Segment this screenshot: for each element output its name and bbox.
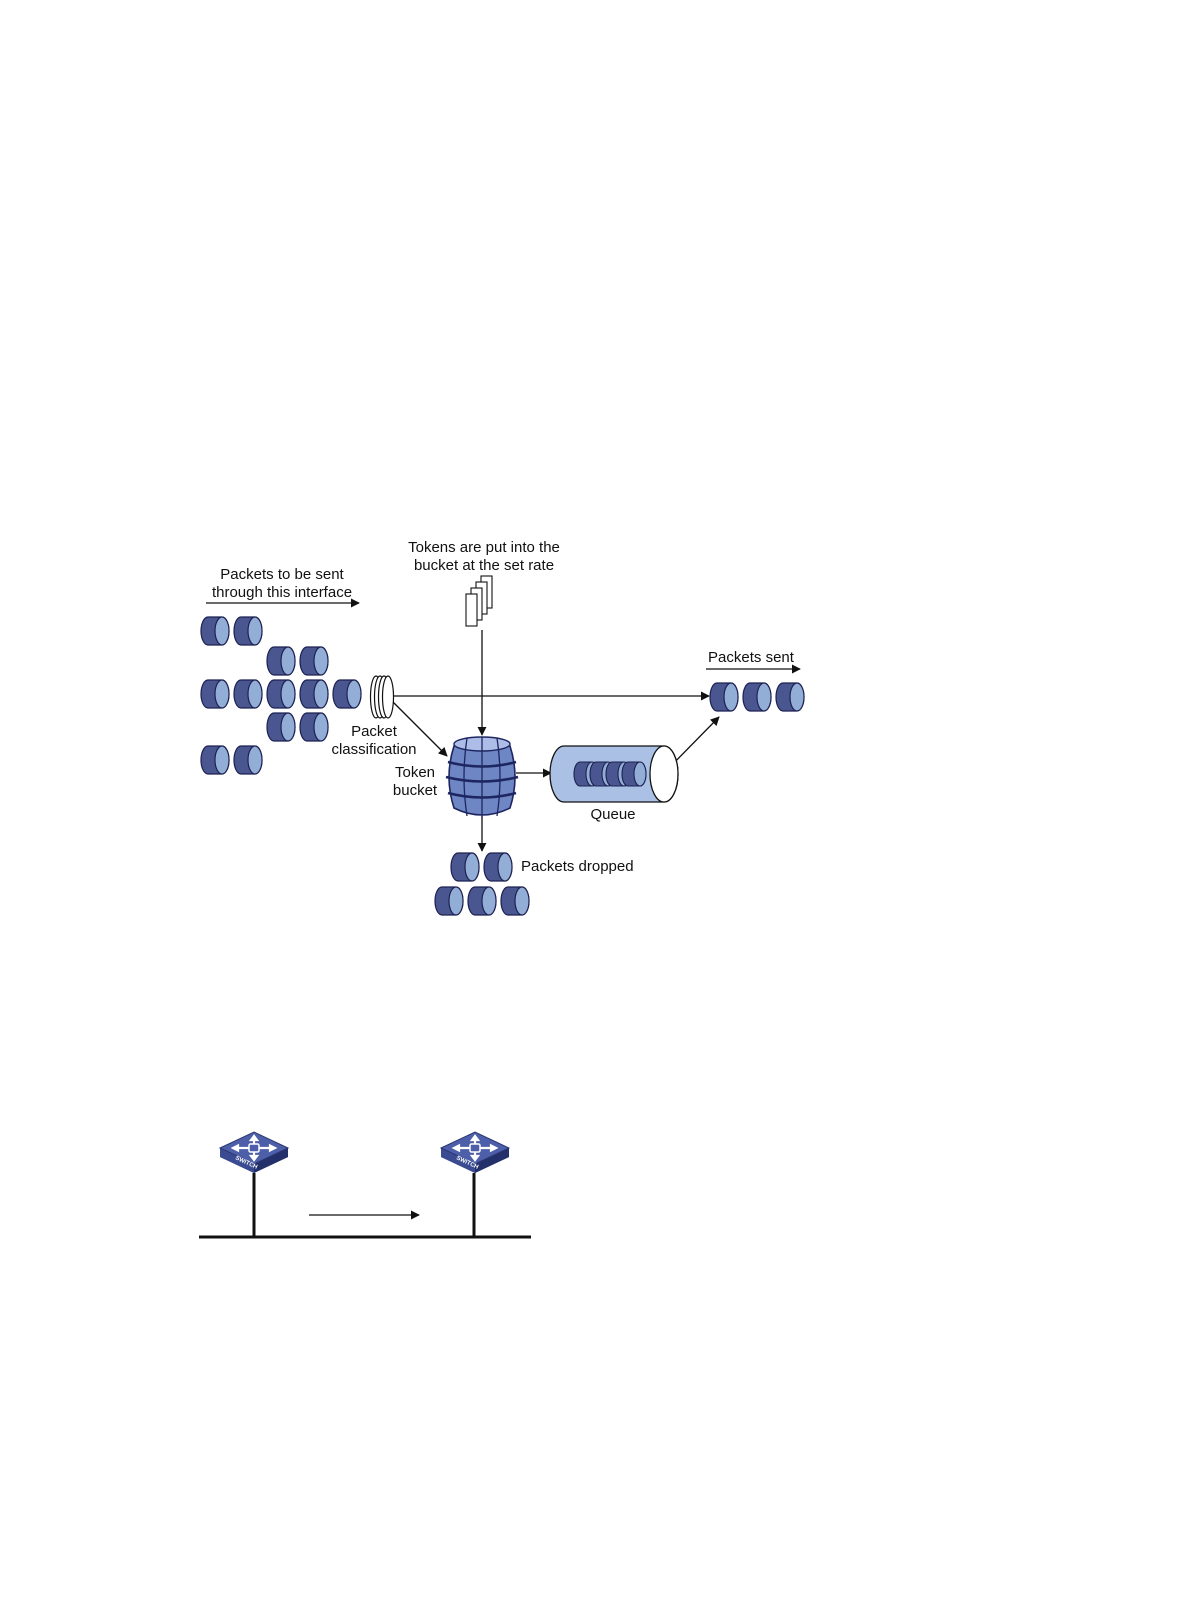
queue-icon [550,746,678,802]
switch-icon: SWITCH [220,1132,288,1173]
packet-icon [234,680,262,708]
packet-icon [333,680,361,708]
packet-classification-label-line2: classification [331,741,416,758]
packet-icon [201,680,229,708]
token-bucket-label-line2: bucket [393,782,438,799]
dropped-packets [435,853,529,915]
packet-icon [710,683,738,711]
packet-classification-label: Packet [351,723,398,740]
token-bucket-icon [446,737,518,818]
packet-icon [201,617,229,645]
packet-icon [234,746,262,774]
packet-icon [267,713,295,741]
tokens-label: Tokens are put into the [408,539,560,556]
packets-dropped-label: Packets dropped [521,858,634,875]
packet-icon [468,887,496,915]
packets-to-send-label: Packets to be sent [220,566,344,583]
tokens-label-line2: bucket at the set rate [414,557,554,574]
token-bucket-label: Token [395,764,435,781]
packets-sent-label: Packets sent [708,649,795,666]
packet-icon [300,713,328,741]
queue-label: Queue [590,806,635,823]
packet-icon [484,853,512,881]
switch-topology: SWITCH SWITCH [199,1132,531,1237]
packet-icon [435,887,463,915]
packets-to-send-label-line2: through this interface [212,584,352,601]
packet-icon [201,746,229,774]
tokens-icon [466,576,492,626]
packet-classifier-icon [371,676,394,718]
packet-icon [267,647,295,675]
packet-icon [776,683,804,711]
packet-icon [743,683,771,711]
packet-icon [501,887,529,915]
switch-icon: SWITCH [441,1132,509,1173]
packet-icon [267,680,295,708]
packet-icon [234,617,262,645]
packet-icon [451,853,479,881]
sent-packets [710,683,804,711]
packet-icon [622,762,646,786]
packet-icon [300,680,328,708]
packet-icon [300,647,328,675]
